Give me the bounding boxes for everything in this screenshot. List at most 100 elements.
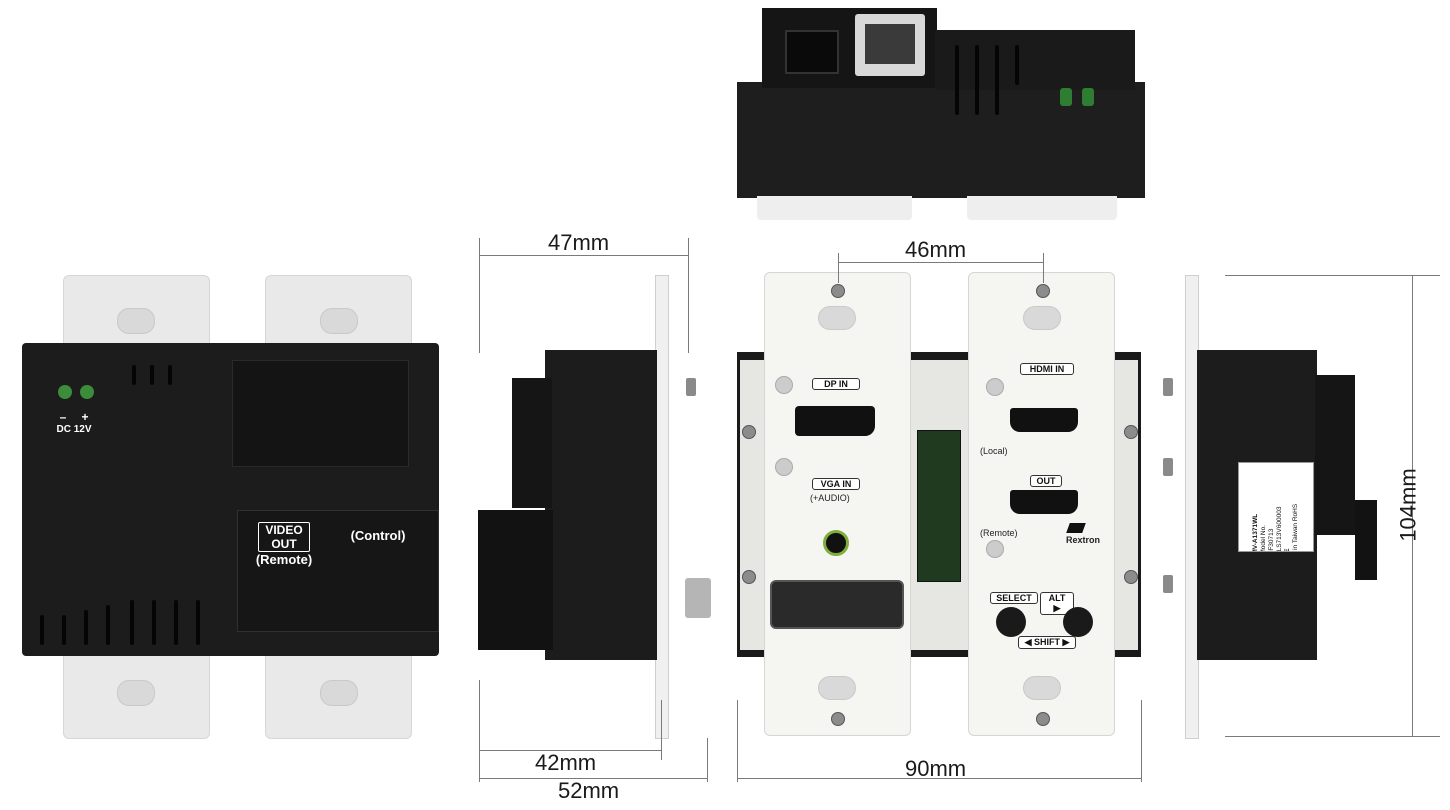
remote-led	[986, 540, 1004, 558]
dp-port[interactable]	[795, 406, 875, 436]
back-vent	[106, 605, 110, 645]
side-screw	[686, 378, 696, 396]
label-model: EVBMV-A1371WL	[1252, 513, 1259, 552]
side-screw	[1163, 458, 1173, 476]
back-vent	[84, 610, 88, 645]
dim-hole-spacing: 46mm	[905, 237, 967, 262]
alt-label: ALT ▶	[1040, 592, 1074, 615]
video-out-badge: VIDEO OUT	[258, 522, 310, 552]
back-inner-panel	[232, 360, 409, 467]
pcb-window	[917, 430, 961, 582]
dp-led	[775, 376, 793, 394]
mount-slot	[1023, 676, 1061, 700]
vga-led	[775, 458, 793, 476]
mount-slot	[320, 680, 358, 706]
terminal-screw	[80, 385, 94, 399]
dim-tick	[707, 738, 708, 782]
dim-line	[1412, 275, 1413, 737]
power-minus: –	[59, 410, 67, 424]
top-vent	[1015, 45, 1019, 85]
green-terminal	[1082, 88, 1094, 106]
mount-slot	[320, 308, 358, 334]
chassis-screw	[1124, 425, 1138, 439]
dim-tick	[661, 700, 662, 760]
dim-tick	[688, 238, 689, 353]
product-label: EVBMV-A1371WL EMI Model No. D4ECF30713 S…	[1238, 462, 1314, 552]
back-vent	[130, 600, 134, 645]
top-vent	[995, 45, 999, 115]
mount-slot	[117, 308, 155, 334]
dim-line	[479, 255, 688, 256]
dim-tick	[1225, 736, 1440, 737]
video-out-sub: (Remote)	[255, 552, 313, 567]
side-screw	[1163, 378, 1173, 396]
brand-label: Rextron	[1066, 535, 1101, 545]
top-plate-tab	[967, 196, 1117, 220]
vga-port[interactable]	[770, 580, 904, 629]
dim-depth-inner: 42mm	[535, 750, 597, 775]
plate-screw	[1036, 712, 1050, 726]
chassis-screw	[1124, 570, 1138, 584]
side-plate	[655, 275, 669, 739]
rj11-jack	[785, 30, 839, 74]
side-body-right-rear-low	[1355, 500, 1377, 580]
control-label: (Control)	[350, 528, 406, 543]
dim-tick	[1043, 253, 1044, 283]
dim-width: 90mm	[905, 756, 967, 781]
video-out-line2: OUT	[271, 537, 297, 551]
back-vent	[40, 615, 44, 645]
dp-in-label: DP IN	[812, 378, 860, 390]
side-body-rear-low	[478, 510, 553, 650]
dim-line	[737, 778, 1141, 779]
vga-audio-label: (+AUDIO)	[810, 493, 850, 503]
shift-label: ◀ SHIFT ▶	[1018, 636, 1076, 649]
mount-slot	[117, 680, 155, 706]
back-vent	[196, 600, 200, 645]
top-view-upper-right	[935, 30, 1135, 90]
local-label: (Local)	[980, 446, 1008, 456]
label-made-in: Made in Taiwan RoHS	[1292, 503, 1299, 552]
plate-screw	[831, 284, 845, 298]
label-sn: S/N:TLS713V600003	[1276, 506, 1283, 552]
top-vent	[955, 45, 959, 115]
side-screw	[1163, 575, 1173, 593]
dim-tick	[1141, 700, 1142, 782]
out-label: OUT	[1030, 475, 1062, 487]
hdmi-out-port[interactable]	[1010, 490, 1078, 514]
back-vent	[152, 600, 156, 645]
side-body-rear	[512, 378, 552, 508]
hdmi-led	[986, 378, 1004, 396]
video-out-line1: VIDEO	[265, 523, 303, 537]
hdmi-in-label: HDMI IN	[1020, 363, 1074, 375]
label-emi: EMI Model No.	[1260, 525, 1267, 552]
green-terminal	[1060, 88, 1072, 106]
top-plate-tab	[757, 196, 912, 220]
side-body-right-rear	[1315, 375, 1355, 535]
dim-height: 104mm	[1395, 468, 1421, 542]
remote-label: (Remote)	[980, 528, 1018, 538]
dim-depth-outer: 52mm	[558, 778, 620, 803]
select-button[interactable]	[996, 607, 1026, 637]
rj45-jack	[855, 14, 925, 76]
dim-tick	[479, 238, 480, 353]
top-view-body	[737, 82, 1145, 198]
back-vent	[168, 365, 172, 385]
select-label: SELECT	[990, 592, 1038, 604]
back-vent	[174, 600, 178, 645]
alt-button[interactable]	[1063, 607, 1093, 637]
top-vent	[975, 45, 979, 115]
front-plate-left	[764, 272, 911, 736]
dim-tick	[838, 253, 839, 283]
label-mac: D4ECF30713	[1268, 528, 1275, 552]
hdmi-in-port[interactable]	[1010, 408, 1078, 432]
mount-slot	[818, 676, 856, 700]
dim-tick	[479, 680, 480, 782]
label-marks: FC CE	[1284, 478, 1292, 552]
chassis-screw	[742, 425, 756, 439]
back-vent	[62, 615, 66, 645]
audio-jack[interactable]	[823, 530, 849, 556]
power-label: DC 12V	[56, 424, 92, 435]
dim-line	[479, 778, 707, 779]
dim-tick	[1225, 275, 1440, 276]
side-body	[545, 350, 657, 660]
